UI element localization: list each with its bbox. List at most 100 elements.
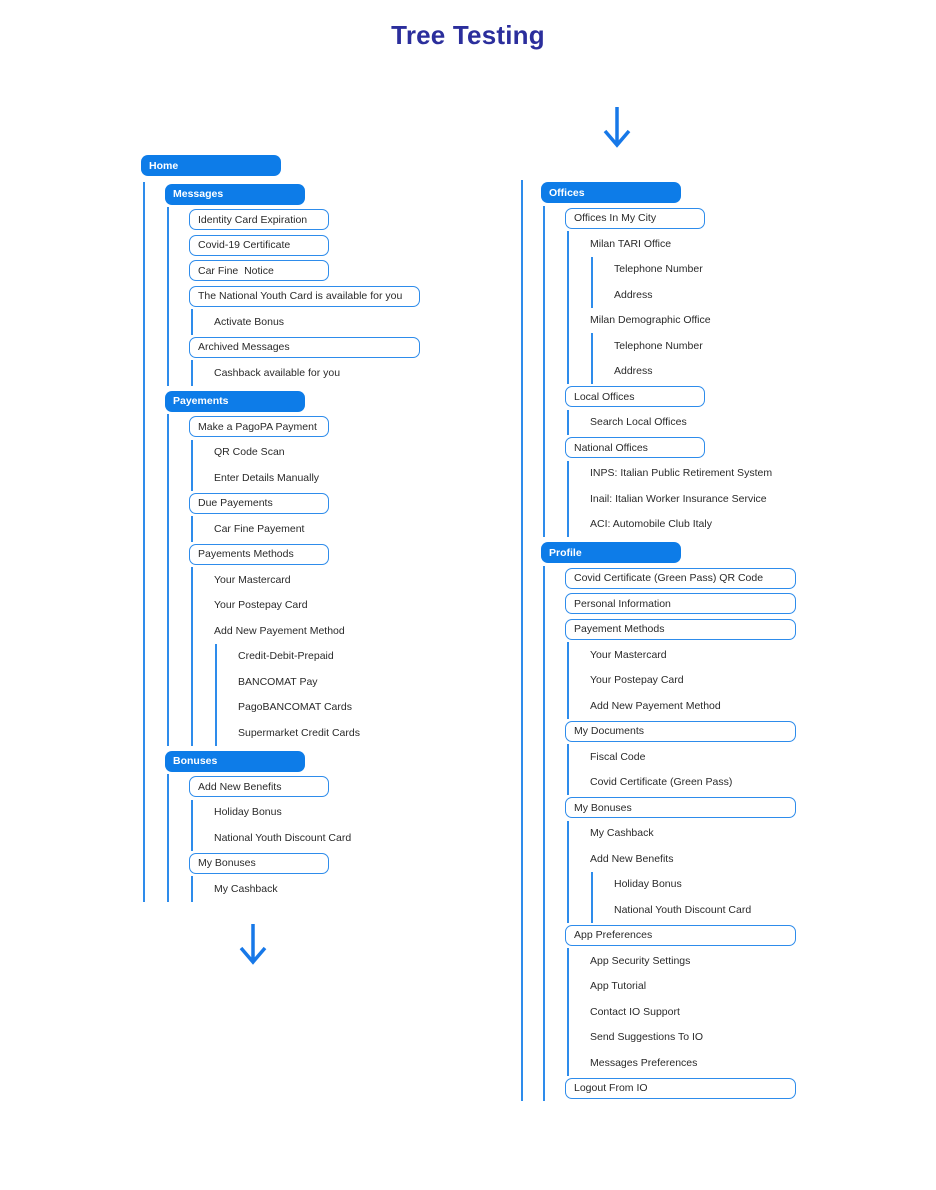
tree-item-label[interactable]: Milan Demographic Office xyxy=(590,314,711,327)
tree-item-label[interactable]: Supermarket Credit Cards xyxy=(238,726,360,739)
tree-row: Messages Preferences xyxy=(589,1050,796,1076)
tree-item-label[interactable]: QR Code Scan xyxy=(214,446,285,459)
tree-row: Add New Benefits xyxy=(589,846,796,872)
tree-item-box[interactable]: Personal Information xyxy=(565,593,796,615)
tree-item-label[interactable]: App Tutorial xyxy=(590,980,647,993)
tree-item-label[interactable]: Add New Payement Method xyxy=(214,624,345,637)
tree-item-box[interactable]: Offices In My City xyxy=(565,207,705,229)
tree-item-label[interactable]: Your Mastercard xyxy=(590,648,667,661)
tree-section-header[interactable]: Bonuses xyxy=(165,750,305,772)
tree-item-box[interactable]: App Preferences xyxy=(565,924,796,946)
tree-row: Covid-19 Certificate xyxy=(189,233,420,259)
down-arrow-icon xyxy=(603,107,631,148)
tree-node: PagoBANCOMAT Cards xyxy=(237,695,420,721)
tree-item-label[interactable]: Telephone Number xyxy=(614,263,703,276)
tree-item-label[interactable]: My Cashback xyxy=(214,882,278,895)
tree-children-group: My Cashback xyxy=(191,876,420,902)
tree-section-header[interactable]: Payements xyxy=(165,390,305,412)
tree-item-label[interactable]: Covid Certificate (Green Pass) xyxy=(590,776,733,789)
tree-item-box[interactable]: Local Offices xyxy=(565,386,705,408)
tree-item-label[interactable]: Credit-Debit-Prepaid xyxy=(238,650,334,663)
tree-item-box[interactable]: Covid Certificate (Green Pass) QR Code xyxy=(565,567,796,589)
tree-item-label[interactable]: PagoBANCOMAT Cards xyxy=(238,701,352,714)
tree-row: Enter Details Manually xyxy=(213,465,420,491)
tree-item-label[interactable]: Inail: Italian Worker Insurance Service xyxy=(590,492,767,505)
tree-item-box[interactable]: Make a PagoPA Payment xyxy=(189,416,329,438)
tree-item-label[interactable]: Cashback available for you xyxy=(214,366,341,379)
tree-item-box[interactable]: My Bonuses xyxy=(565,797,796,819)
tree-item-label[interactable]: Address xyxy=(614,288,653,301)
tree-item-box[interactable]: Due Payements xyxy=(189,492,329,514)
tree-item-label[interactable]: Activate Bonus xyxy=(214,315,285,328)
tree-item-label[interactable]: ACI: Automobile Club Italy xyxy=(590,518,712,531)
tree-node: Messages Preferences xyxy=(589,1050,796,1076)
tree-item-box[interactable]: The National Youth Card is available for… xyxy=(189,285,420,307)
tree-item-label[interactable]: My Cashback xyxy=(590,827,654,840)
tree-section-header[interactable]: Offices xyxy=(541,182,681,204)
tree-item-box[interactable]: Covid-19 Certificate xyxy=(189,234,329,256)
tree-item-box[interactable]: Archived Messages xyxy=(189,336,420,358)
tree-item-box[interactable]: National Offices xyxy=(565,437,705,459)
tree-item-label[interactable]: BANCOMAT Pay xyxy=(238,675,318,688)
tree-node: Address xyxy=(613,282,796,308)
tree-section-header[interactable]: Messages xyxy=(165,183,305,205)
tree-item-label[interactable]: Your Postepay Card xyxy=(590,674,684,687)
tree-row: ACI: Automobile Club Italy xyxy=(589,512,796,538)
tree-section-header[interactable]: Home xyxy=(141,155,281,177)
tree-row: Offices In My City xyxy=(565,206,796,232)
tree-item-label[interactable]: Add New Benefits xyxy=(590,852,674,865)
tree-node: National Youth Discount Card xyxy=(213,825,420,851)
tree-item-label[interactable]: Add New Payement Method xyxy=(590,699,721,712)
tree-item-box[interactable]: Add New Benefits xyxy=(189,776,329,798)
tree-item-label[interactable]: Messages Preferences xyxy=(590,1056,698,1069)
tree-item-label[interactable]: Your Postepay Card xyxy=(214,599,308,612)
tree-item-label[interactable]: Contact IO Support xyxy=(590,1005,680,1018)
tree-item-label[interactable]: Enter Details Manually xyxy=(214,471,320,484)
tree-item-label[interactable]: National Youth Discount Card xyxy=(614,903,752,916)
tree-node: The National Youth Card is available for… xyxy=(189,284,420,335)
tree-item-label[interactable]: Holiday Bonus xyxy=(614,878,682,891)
tree-item-label[interactable]: Telephone Number xyxy=(614,339,703,352)
tree-row: Add New Benefits xyxy=(189,774,420,800)
tree-item-label[interactable]: INPS: Italian Public Retirement System xyxy=(590,467,773,480)
tree-item-label[interactable]: Milan TARI Office xyxy=(590,237,672,250)
tree-section-header[interactable]: Profile xyxy=(541,542,681,564)
tree-node: Covid Certificate (Green Pass) xyxy=(589,770,796,796)
tree-row: Cashback available for you xyxy=(213,360,420,386)
tree-item-label[interactable]: Address xyxy=(614,365,653,378)
tree-item-label[interactable]: National Youth Discount Card xyxy=(214,831,352,844)
tree-row: Payements Methods xyxy=(189,542,420,568)
tree-row: QR Code Scan xyxy=(213,440,420,466)
tree-item-label[interactable]: Fiscal Code xyxy=(590,750,646,763)
tree-item-label[interactable]: Search Local Offices xyxy=(590,416,687,429)
tree-row: My Bonuses xyxy=(565,795,796,821)
tree-item-box[interactable]: Identity Card Expiration xyxy=(189,209,329,231)
tree-item-label[interactable]: Send Suggestions To IO xyxy=(590,1031,704,1044)
tree-item-label[interactable]: Holiday Bonus xyxy=(214,806,282,819)
tree-item-box[interactable]: Logout From IO xyxy=(565,1077,796,1099)
tree-item-box[interactable]: Payements Methods xyxy=(189,543,329,565)
tree-item-label[interactable]: App Security Settings xyxy=(590,954,691,967)
tree-item-box[interactable]: My Documents xyxy=(565,720,796,742)
tree-item-box[interactable]: My Bonuses xyxy=(189,852,329,874)
tree-row: Identity Card Expiration xyxy=(189,207,420,233)
tree-item-label[interactable]: Car Fine Payement xyxy=(214,522,305,535)
tree-node: Enter Details Manually xyxy=(213,465,420,491)
tree-item-box[interactable]: Car Fine Notice xyxy=(189,260,329,282)
tree-row: Home xyxy=(141,153,420,179)
tree-item-label[interactable]: Your Mastercard xyxy=(214,573,291,586)
tree-node: App Tutorial xyxy=(589,974,796,1000)
tree-row: Your Mastercard xyxy=(213,567,420,593)
tree-item-box[interactable]: Payement Methods xyxy=(565,618,796,640)
